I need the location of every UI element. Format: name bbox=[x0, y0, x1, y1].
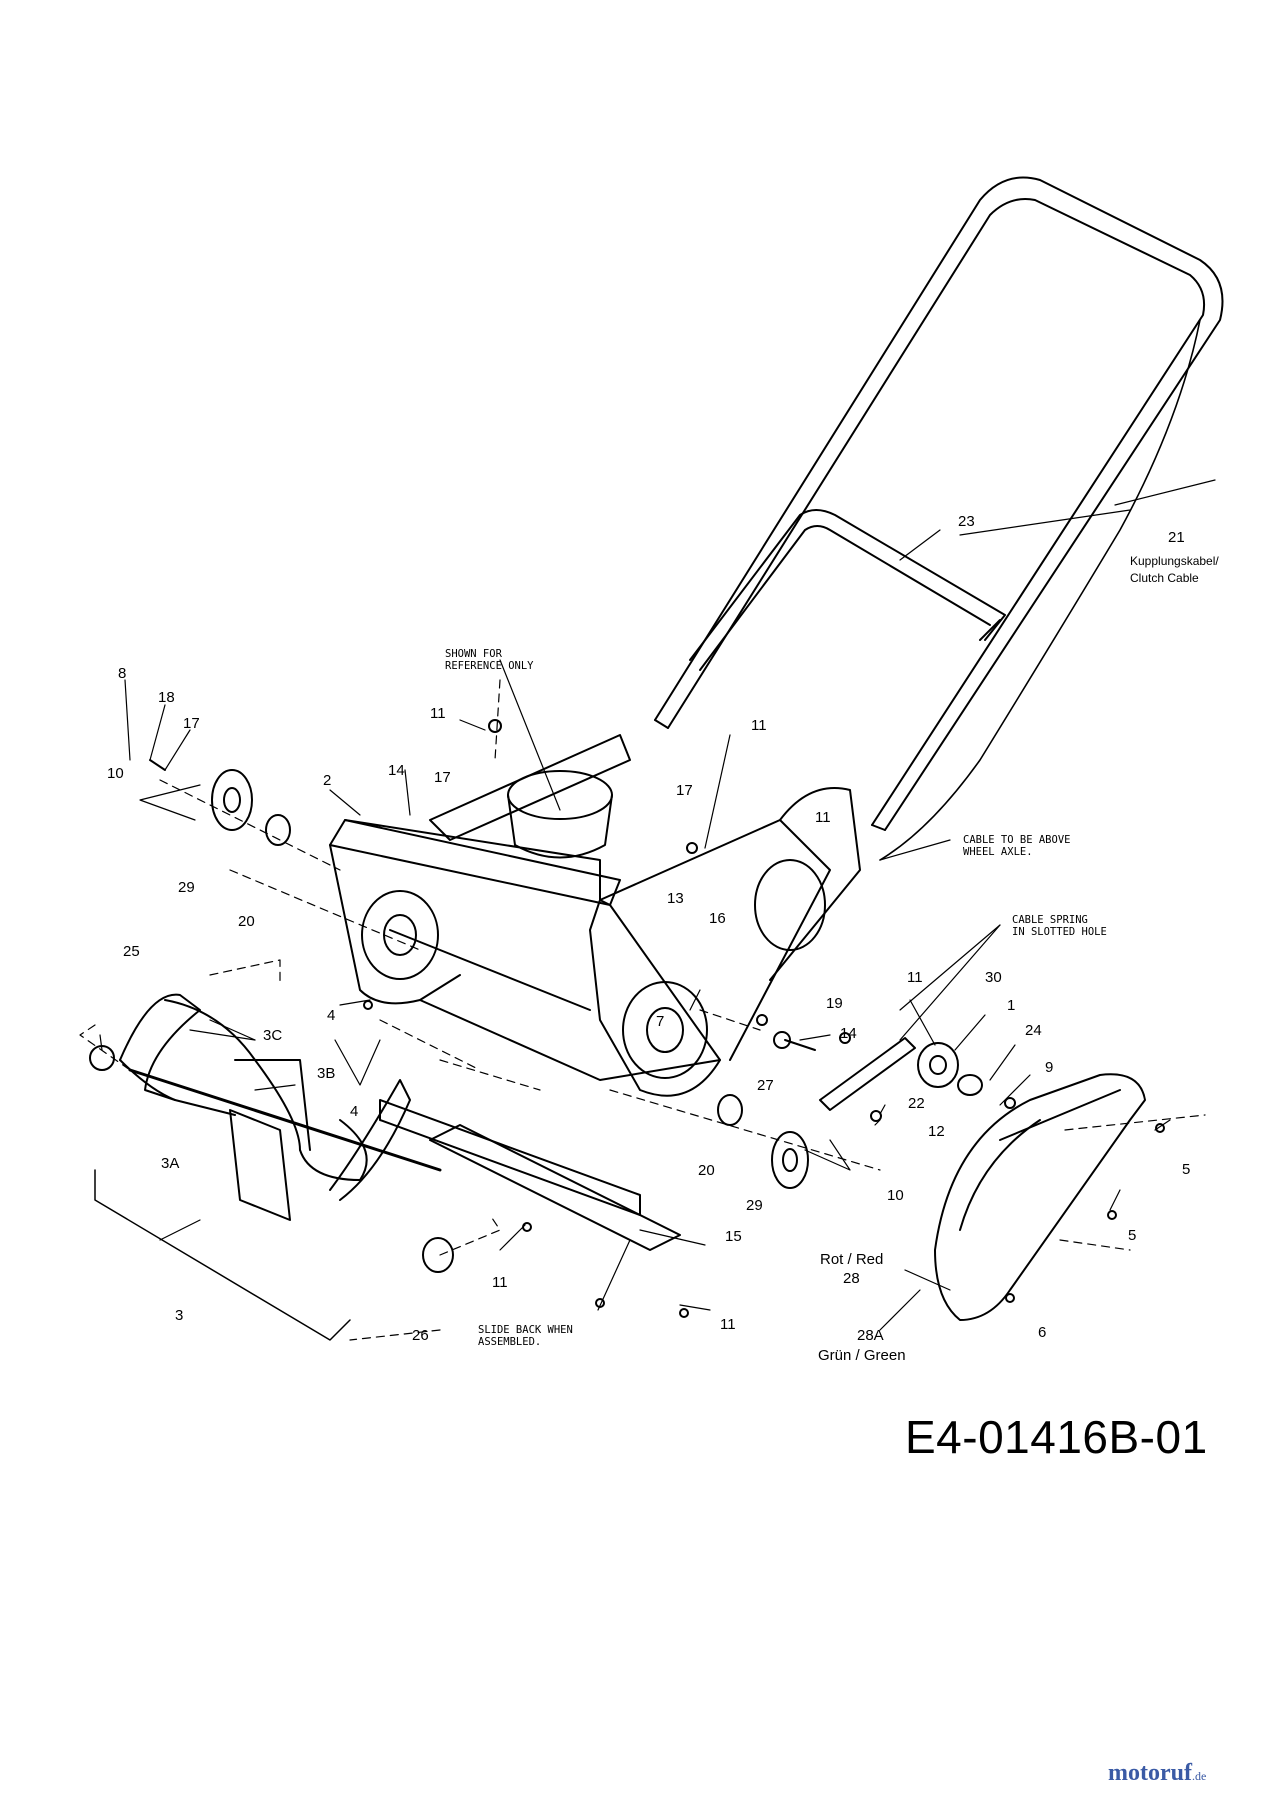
callout: 7 bbox=[656, 1013, 664, 1030]
watermark-domain: .de bbox=[1191, 1769, 1207, 1783]
callout: 26 bbox=[412, 1327, 429, 1344]
watermark-brand: motoruf bbox=[1108, 1760, 1192, 1786]
note-clutch-cable-line1: Kupplungskabel/ bbox=[1130, 554, 1219, 568]
right-bearing-group bbox=[717, 1094, 809, 1189]
note-slide-back-line2: ASSEMBLED. bbox=[478, 1336, 541, 1348]
callout: 5 bbox=[1128, 1227, 1136, 1244]
callout: 17 bbox=[676, 782, 693, 799]
callout: 5 bbox=[1182, 1161, 1190, 1178]
scraper-bar bbox=[379, 1099, 681, 1251]
pulley-assembly bbox=[773, 1031, 983, 1111]
callout: 10 bbox=[107, 765, 124, 782]
callout: 11 bbox=[751, 717, 767, 734]
callout: 18 bbox=[158, 689, 175, 706]
callout: 24 bbox=[1025, 1022, 1042, 1039]
callout: 29 bbox=[746, 1197, 763, 1214]
callout: 17 bbox=[183, 715, 200, 732]
diagram-notes: SHOWN FOR REFERENCE ONLY CABLE TO BE ABO… bbox=[445, 648, 1107, 1348]
callout: 11 bbox=[720, 1316, 736, 1333]
callout: 3C bbox=[263, 1027, 282, 1044]
callout: 4 bbox=[327, 1007, 335, 1024]
callout: 14 bbox=[840, 1025, 857, 1042]
color-labels: Rot / Red Grün / Green bbox=[818, 1251, 906, 1364]
small-hardware bbox=[363, 719, 1165, 1318]
callout: 14 bbox=[388, 762, 405, 779]
callout: 11 bbox=[907, 969, 923, 986]
callout: 23 bbox=[958, 513, 975, 530]
site-watermark: motoruf.de bbox=[1108, 1760, 1206, 1787]
callout: 11 bbox=[815, 809, 831, 826]
callout: 13 bbox=[667, 890, 684, 907]
cable-label: Kupplungskabel/ Clutch Cable bbox=[1130, 554, 1219, 585]
callout: 16 bbox=[709, 910, 726, 927]
part-number-label: E4-01416B-01 bbox=[905, 1411, 1208, 1463]
callout: 3 bbox=[175, 1307, 183, 1324]
assembly-dashes bbox=[79, 679, 1206, 1256]
callout: 27 bbox=[757, 1077, 774, 1094]
callout: 6 bbox=[1038, 1324, 1046, 1341]
leader-lines bbox=[99, 479, 1216, 1331]
callout: 10 bbox=[887, 1187, 904, 1204]
note-cable-spring-line1: CABLE SPRING bbox=[1012, 914, 1088, 926]
callout: 12 bbox=[928, 1123, 945, 1140]
callout: 25 bbox=[123, 943, 140, 960]
callout: 15 bbox=[725, 1228, 742, 1245]
note-shown-reference-line2: REFERENCE ONLY bbox=[445, 660, 534, 672]
callout: 4 bbox=[350, 1103, 358, 1120]
callout: 20 bbox=[238, 913, 255, 930]
callout-labels: 8 18 17 10 29 20 2 14 11 17 11 17 11 13 … bbox=[107, 513, 1190, 1344]
callout: 1 bbox=[1007, 997, 1015, 1014]
handle-assembly bbox=[654, 176, 1224, 861]
note-cable-above-line2: WHEEL AXLE. bbox=[963, 846, 1033, 858]
auger-assembly bbox=[89, 993, 454, 1273]
callout: 22 bbox=[908, 1095, 925, 1112]
note-rot-red: Rot / Red bbox=[820, 1251, 883, 1268]
callout: 28A bbox=[857, 1327, 884, 1344]
auger-housing bbox=[329, 734, 861, 1097]
callout: 28 bbox=[843, 1270, 860, 1287]
callout: 21 bbox=[1168, 529, 1185, 546]
note-cable-spring-line2: IN SLOTTED HOLE bbox=[1012, 926, 1107, 938]
note-shown-reference-line1: SHOWN FOR bbox=[445, 648, 503, 660]
callout: 2 bbox=[323, 772, 331, 789]
belt-cover bbox=[934, 1073, 1146, 1321]
callout: 3A bbox=[161, 1155, 179, 1172]
note-cable-above-line1: CABLE TO BE ABOVE bbox=[963, 834, 1070, 846]
callout: 20 bbox=[698, 1162, 715, 1179]
callout: 3B bbox=[317, 1065, 335, 1082]
callout: 11 bbox=[492, 1274, 508, 1291]
note-slide-back-line1: SLIDE BACK WHEN bbox=[478, 1324, 573, 1336]
note-gruen-green: Grün / Green bbox=[818, 1347, 906, 1364]
callout: 30 bbox=[985, 969, 1002, 986]
callout: 19 bbox=[826, 995, 843, 1012]
callout: 17 bbox=[434, 769, 451, 786]
left-bearing-group bbox=[149, 759, 291, 846]
callout: 9 bbox=[1045, 1059, 1053, 1076]
callout: 29 bbox=[178, 879, 195, 896]
callout: 11 bbox=[430, 705, 446, 722]
callout: 8 bbox=[118, 665, 126, 682]
group-bracket-3 bbox=[94, 1169, 351, 1341]
note-clutch-cable-line2: Clutch Cable bbox=[1130, 571, 1199, 585]
